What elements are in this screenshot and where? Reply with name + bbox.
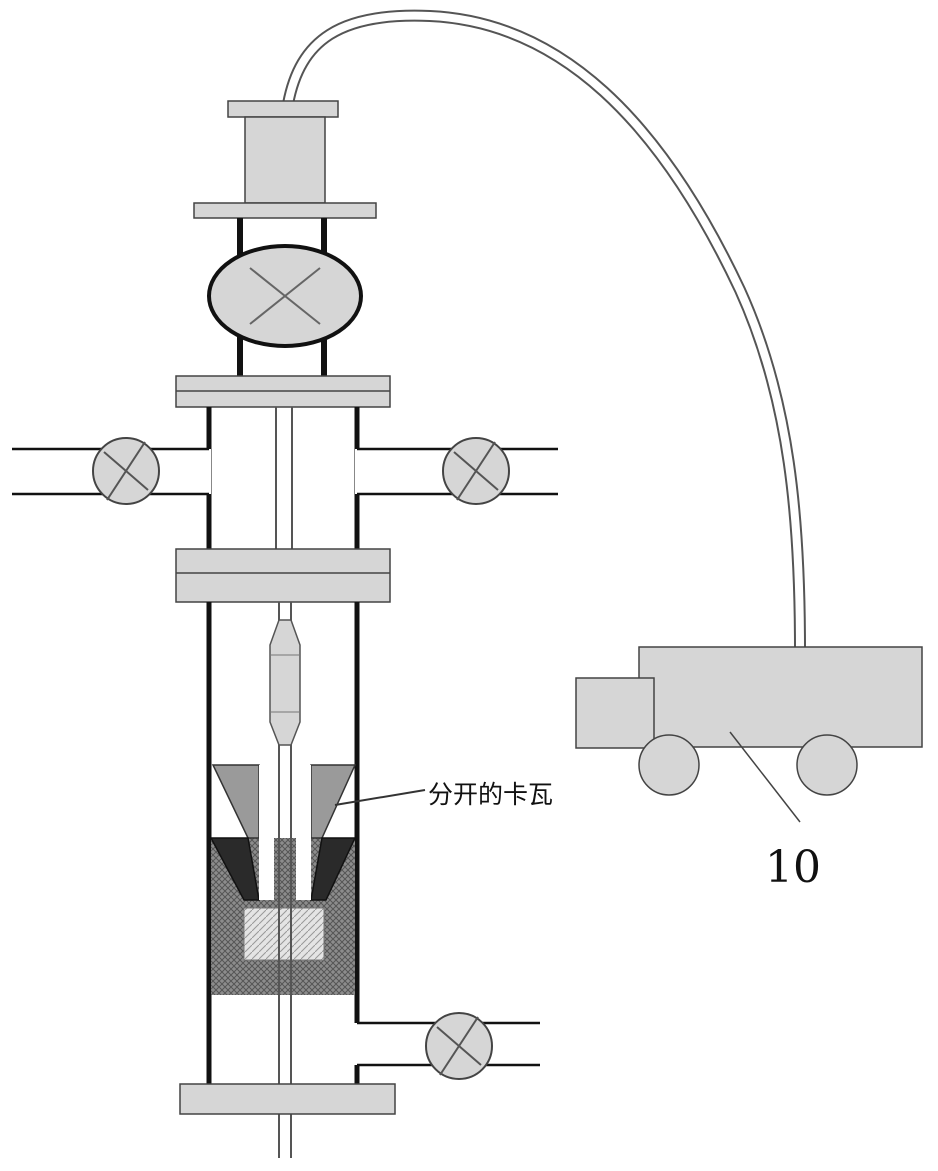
truck: 10 (575, 646, 923, 893)
valve-left (92, 437, 160, 505)
hose (282, 9, 806, 656)
split-slips (209, 764, 357, 901)
valve-right (442, 437, 510, 505)
bottom-flange (179, 1083, 396, 1115)
slips-label: 分开的卡瓦 (428, 780, 553, 809)
middle-flange (175, 548, 391, 603)
blowout-preventer (207, 218, 363, 376)
truck-label: 10 (765, 842, 821, 893)
top-fitting (193, 100, 377, 219)
seal-element (211, 838, 355, 995)
slips-label-group: 分开的卡瓦 (334, 780, 553, 809)
valve-lower (425, 1012, 493, 1080)
